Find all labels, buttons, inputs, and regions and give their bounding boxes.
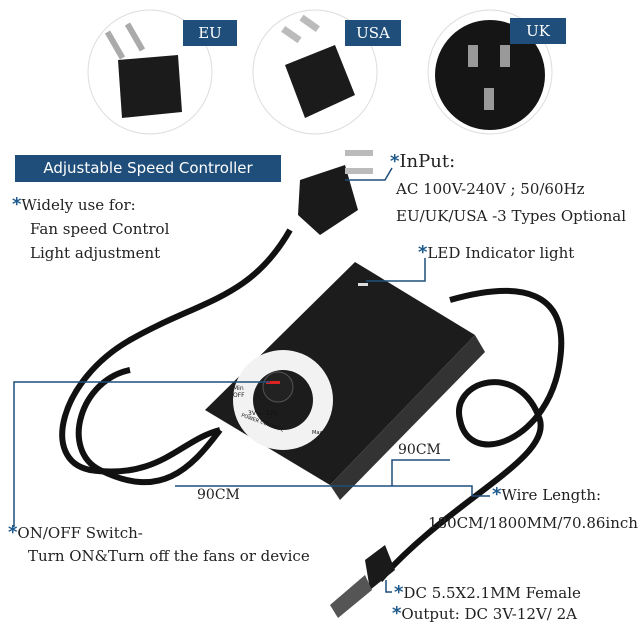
dc-jack-image (330, 545, 395, 618)
plug-label-eu: EU (183, 20, 237, 46)
usage-item: Fan speed Control (30, 220, 170, 238)
plug-label-usa: USA (345, 20, 401, 46)
usage-item: Light adjustment (30, 244, 161, 262)
wire-length-heading: Wire Length: (501, 486, 602, 504)
callout-lines (13, 167, 490, 593)
wire-segment-length: 90CM (197, 487, 240, 503)
star-icon: * (392, 603, 402, 624)
page-title: Adjustable Speed Controller (15, 155, 281, 182)
output-label: Output: DC 3V-12V/ 2A (401, 605, 577, 623)
input-line: AC 100V-240V ; 50/60Hz (396, 180, 585, 198)
led-label: LED Indicator light (427, 244, 575, 262)
star-icon: * (8, 522, 18, 543)
dc-connector-label: DC 5.5X2.1MM Female (403, 584, 581, 602)
dial-max-label: Max (312, 430, 323, 436)
star-icon: * (492, 484, 502, 505)
dial-min-label: Min OFF (233, 385, 245, 399)
dial-range-label: 3V — 12V (248, 410, 278, 417)
adapter-body (205, 262, 485, 500)
wire-length-value: 180CM/1800MM/70.86inch (428, 514, 638, 532)
eu-plug-image (87, 9, 213, 135)
plug-label-uk: UK (510, 18, 566, 44)
switch-description: Turn ON&Turn off the fans or device (28, 547, 310, 565)
input-line: EU/UK/USA -3 Types Optional (396, 207, 627, 225)
star-icon: * (390, 151, 400, 172)
star-icon: * (12, 194, 22, 215)
wire-segment-length: 90CM (398, 442, 441, 458)
input-plug-image (298, 150, 373, 235)
star-icon: * (394, 582, 404, 603)
power-cord (59, 228, 565, 582)
switch-heading: ON/OFF Switch- (17, 524, 143, 542)
usage-heading: Widely use for: (21, 196, 136, 214)
star-icon: * (418, 242, 428, 263)
input-heading: InPut: (399, 151, 456, 172)
